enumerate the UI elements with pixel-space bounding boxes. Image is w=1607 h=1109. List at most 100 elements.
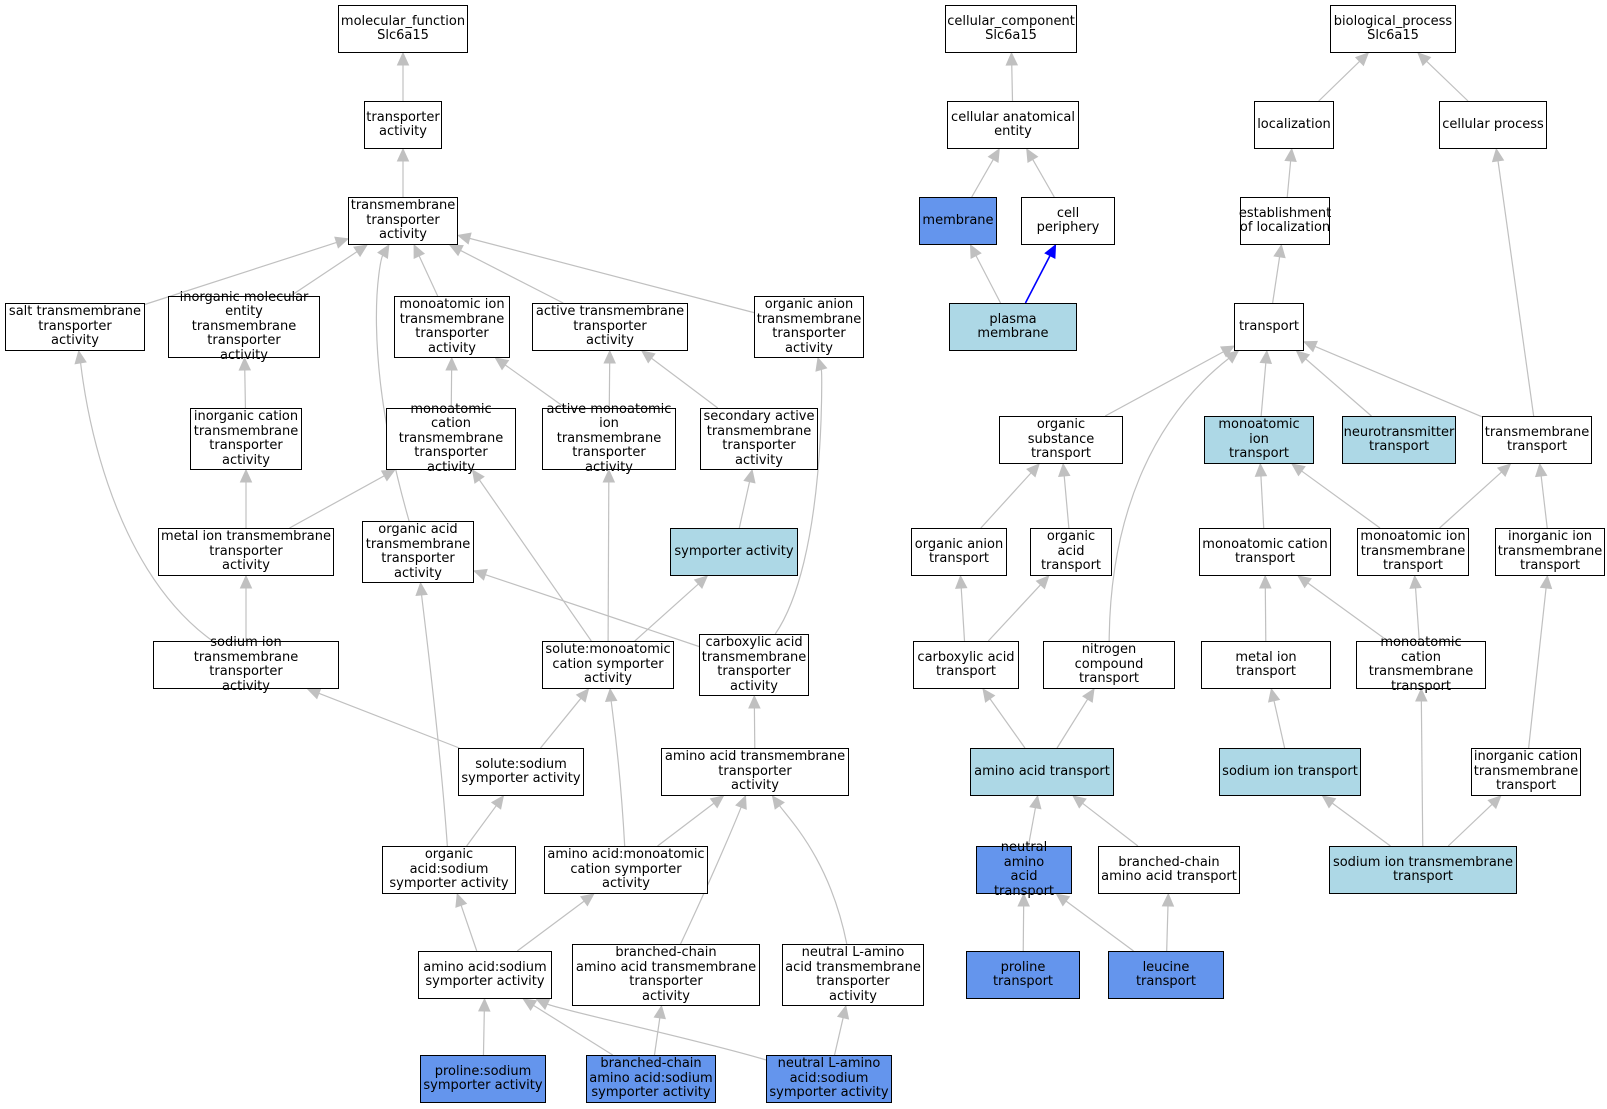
node-neutaatr: neutral amino acid transport: [976, 840, 1072, 898]
edge-arrowhead: [353, 244, 368, 258]
edge-line: [420, 594, 448, 847]
edge-arrowhead: [334, 236, 350, 249]
edge-line: [478, 479, 592, 642]
edge-line: [975, 255, 1002, 304]
edge-line: [504, 364, 566, 409]
edge-arrowhead: [1534, 462, 1548, 478]
edge-line: [290, 251, 358, 297]
edge-arrowhead: [1017, 892, 1030, 907]
node-monocat-a: monoatomic cation transmembrane transpor…: [386, 402, 516, 475]
node-inorgmol: inorganic molecular entity transmembrane…: [168, 290, 320, 363]
edge-arrowhead: [1297, 575, 1312, 589]
edge-arrowhead: [415, 581, 428, 596]
node-orgacidsod: organic acid:sodium symporter activity: [382, 846, 516, 894]
node-tta: transmembrane transporter activity: [348, 197, 458, 245]
node-mf: molecular_function Slc6a15: [338, 5, 468, 53]
edge-arrowhead: [604, 687, 618, 703]
edge-arrowhead: [455, 892, 468, 908]
edge-line: [1260, 362, 1267, 417]
edge-line: [533, 1004, 614, 1056]
node-sodiumtmtr: sodium ion transmembrane transport: [1329, 846, 1517, 894]
node-inorgiontmtr: inorganic ion transmembrane transport: [1495, 528, 1605, 576]
edge-arrowhead: [579, 893, 595, 907]
edge-arrowhead: [743, 468, 756, 484]
edge-arrowhead: [836, 1004, 850, 1020]
edge-arrowhead: [1082, 687, 1095, 703]
node-aasod: amino acid:sodium symporter activity: [418, 951, 552, 999]
node-loc: localization: [1254, 101, 1334, 149]
node-salt: salt transmembrane transporter activity: [5, 303, 145, 351]
node-bcaatr: branched-chain amino acid transport: [1098, 846, 1240, 894]
edge-arrowhead: [74, 349, 87, 365]
edge-line: [144, 241, 337, 305]
edge-line: [651, 357, 719, 409]
edge-line: [1065, 900, 1134, 952]
node-leutr: leucine transport: [1108, 951, 1224, 999]
edge-arrowhead: [1267, 687, 1281, 703]
node-aatr: amino acid transport: [970, 748, 1114, 796]
node-secactive: secondary active transmembrane transport…: [700, 408, 818, 470]
node-orgsub: organic substance transport: [999, 416, 1123, 464]
edge-arrowhead: [1035, 575, 1050, 590]
edge-line: [1439, 471, 1502, 529]
edge-line: [1056, 698, 1089, 749]
edge-arrowhead: [471, 469, 485, 484]
edge-arrowhead: [1491, 147, 1505, 163]
node-cellper: cell periphery: [1021, 197, 1115, 245]
edge-arrowhead: [490, 795, 505, 810]
edge-line: [1426, 60, 1469, 102]
edge-arrowhead: [640, 350, 656, 364]
edge-arrowhead: [478, 997, 491, 1012]
edge-arrowhead: [1295, 350, 1311, 364]
edge-arrowhead: [987, 147, 1000, 163]
edge-line: [833, 1017, 844, 1056]
edge-line: [1063, 475, 1070, 529]
node-sodium-a: sodium ion transmembrane transporter act…: [153, 635, 339, 693]
edge-arrowhead: [1254, 462, 1268, 477]
edge-arrowhead: [1496, 463, 1512, 478]
edge-arrowhead: [815, 356, 828, 372]
edge-line: [1273, 700, 1286, 749]
edge-line: [987, 584, 1041, 642]
edge-line: [1314, 345, 1483, 418]
edge-arrowhead: [1259, 349, 1273, 365]
edge-arrowhead: [1220, 345, 1236, 358]
edge-arrowhead: [1487, 795, 1502, 810]
edge-line: [774, 369, 823, 635]
node-activemono: active monoatomic ion transmembrane tran…: [542, 402, 676, 475]
edge-arrowhead: [1029, 794, 1042, 810]
edge-line: [244, 369, 247, 409]
edge-line: [1286, 160, 1292, 198]
edge-line: [1301, 470, 1381, 529]
edge-arrowhead: [1409, 574, 1422, 589]
edge-line: [989, 698, 1026, 749]
edge-arrowhead: [1321, 795, 1337, 809]
edge-arrowhead: [1539, 574, 1553, 590]
node-cae: cellular anatomical entity: [947, 101, 1079, 149]
edge-arrowhead: [1273, 243, 1286, 259]
edge-line: [960, 587, 966, 642]
edge-arrowhead: [1055, 893, 1071, 907]
node-prosod: proline:sodium symporter activity: [420, 1055, 546, 1103]
edge-arrowhead: [1026, 147, 1039, 163]
edge-arrowhead: [413, 243, 426, 259]
edge-line: [1032, 159, 1055, 198]
edge-line: [779, 805, 848, 945]
edge-arrowhead: [771, 795, 785, 810]
edge-arrowhead: [1072, 795, 1087, 809]
edge-arrowhead: [472, 568, 488, 581]
node-symporter: symporter activity: [670, 528, 798, 576]
edge-arrowhead: [396, 51, 410, 66]
edge-line: [1011, 64, 1014, 102]
edge-arrowhead: [535, 998, 551, 1010]
edge-line: [466, 805, 497, 847]
edge-line: [1166, 905, 1169, 952]
node-sodiumtr: sodium ion transport: [1219, 748, 1361, 796]
edge-line: [980, 472, 1032, 529]
node-organacid-a: organic acid transmembrane transporter a…: [362, 521, 474, 583]
edge-line: [1260, 475, 1265, 529]
edge-line: [1414, 587, 1420, 642]
edge-arrowhead: [1044, 243, 1057, 259]
edge-line: [1027, 807, 1037, 847]
